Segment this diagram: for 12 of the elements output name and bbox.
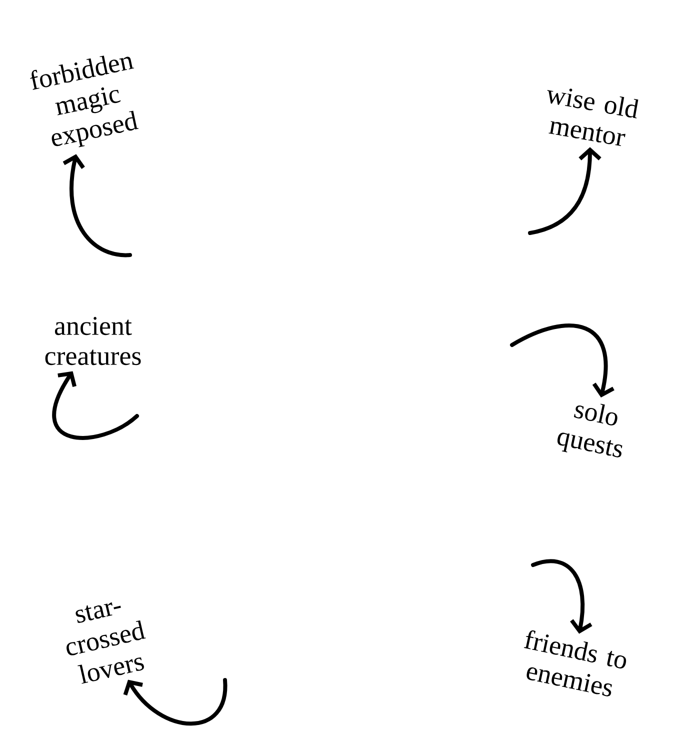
curved-arrow [123,678,227,726]
label-text: friends to enemies [524,630,626,696]
curved-arrow [62,154,132,257]
label-text: ancient creatures [45,316,141,366]
label-text: solo quests [557,404,622,458]
curved-arrow [531,559,592,634]
curved-arrow [528,147,602,235]
label-text: wise old mentor [547,88,638,146]
curved-arrow [510,324,614,398]
label-text: star-crossed lovers [66,602,146,684]
label-text: forbidden magic exposed [30,56,139,148]
curved-arrow [52,371,139,440]
